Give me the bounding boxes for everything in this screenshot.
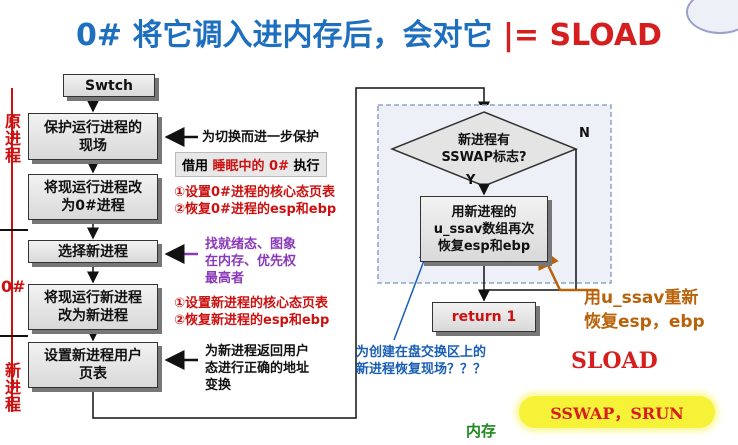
decision-no-label: N — [579, 126, 590, 141]
label-original-process: 原 进 程 — [4, 112, 21, 165]
label-new-process: 新 进 程 — [4, 361, 21, 414]
decision-text: 新进程有 SSWAP标志? — [441, 133, 527, 165]
annotation-new-steps: ①设置新进程的核心态页表 ②恢复新进程的esp和ebp — [174, 296, 330, 328]
annotation-borrow-red: 睡眠中的 0# — [212, 159, 289, 174]
flow-step-save-context: 保护运行进程的 现场 — [28, 113, 158, 160]
decision-yes-label: Y — [466, 173, 476, 188]
flow-return: return 1 — [432, 302, 536, 332]
memory-label: 内存 — [466, 422, 497, 440]
note-swap-restore: 为创建在盘交换区上的 新进程恢复现场？？？ — [356, 345, 487, 377]
label-zero-process: 0# — [1, 277, 26, 296]
annotation-select-criteria: 找就绪态、图象 在内存、优先权 最高者 — [205, 237, 297, 286]
flow-step-switch-to-zero: 将现运行进程改 为0#进程 — [28, 174, 158, 220]
slide-title: 0# 将它调入进内存后，会对它 |= SLOAD — [0, 10, 738, 54]
flow-step-switch-to-new: 将现运行新进程 改为新进程 — [28, 284, 158, 330]
title-highlight: |= SLOAD — [502, 18, 662, 53]
annotation-borrow-zero: 借用 睡眠中的 0# 执行 — [175, 152, 327, 177]
flow-step-restore-esp-ebp: 用新进程的 u_ssav数组再次 恢复esp和ebp — [420, 196, 548, 262]
annotation-user-page-table: 为新进程返回用户 态进行正确的地址 变换 — [205, 344, 310, 393]
status-badge: SSWAP，SRUN — [519, 396, 715, 428]
note-ussav-restore: 用u_ssav重新 恢复esp，ebp — [584, 288, 705, 332]
flow-start: Swtch — [63, 74, 155, 97]
annotation-zero-steps: ①设置0#进程的核心态页表 ②恢复0#进程的esp和ebp — [174, 185, 337, 217]
flow-step-select-process: 选择新进程 — [28, 240, 158, 263]
title-prefix: 0# 将它调入进内存后，会对它 — [76, 18, 503, 53]
sload-label: SLOAD — [571, 348, 658, 374]
flow-step-set-page-table: 设置新进程用户 页表 — [28, 342, 158, 388]
annotation-further-protect: 为切换而进一步保护 — [202, 130, 320, 145]
